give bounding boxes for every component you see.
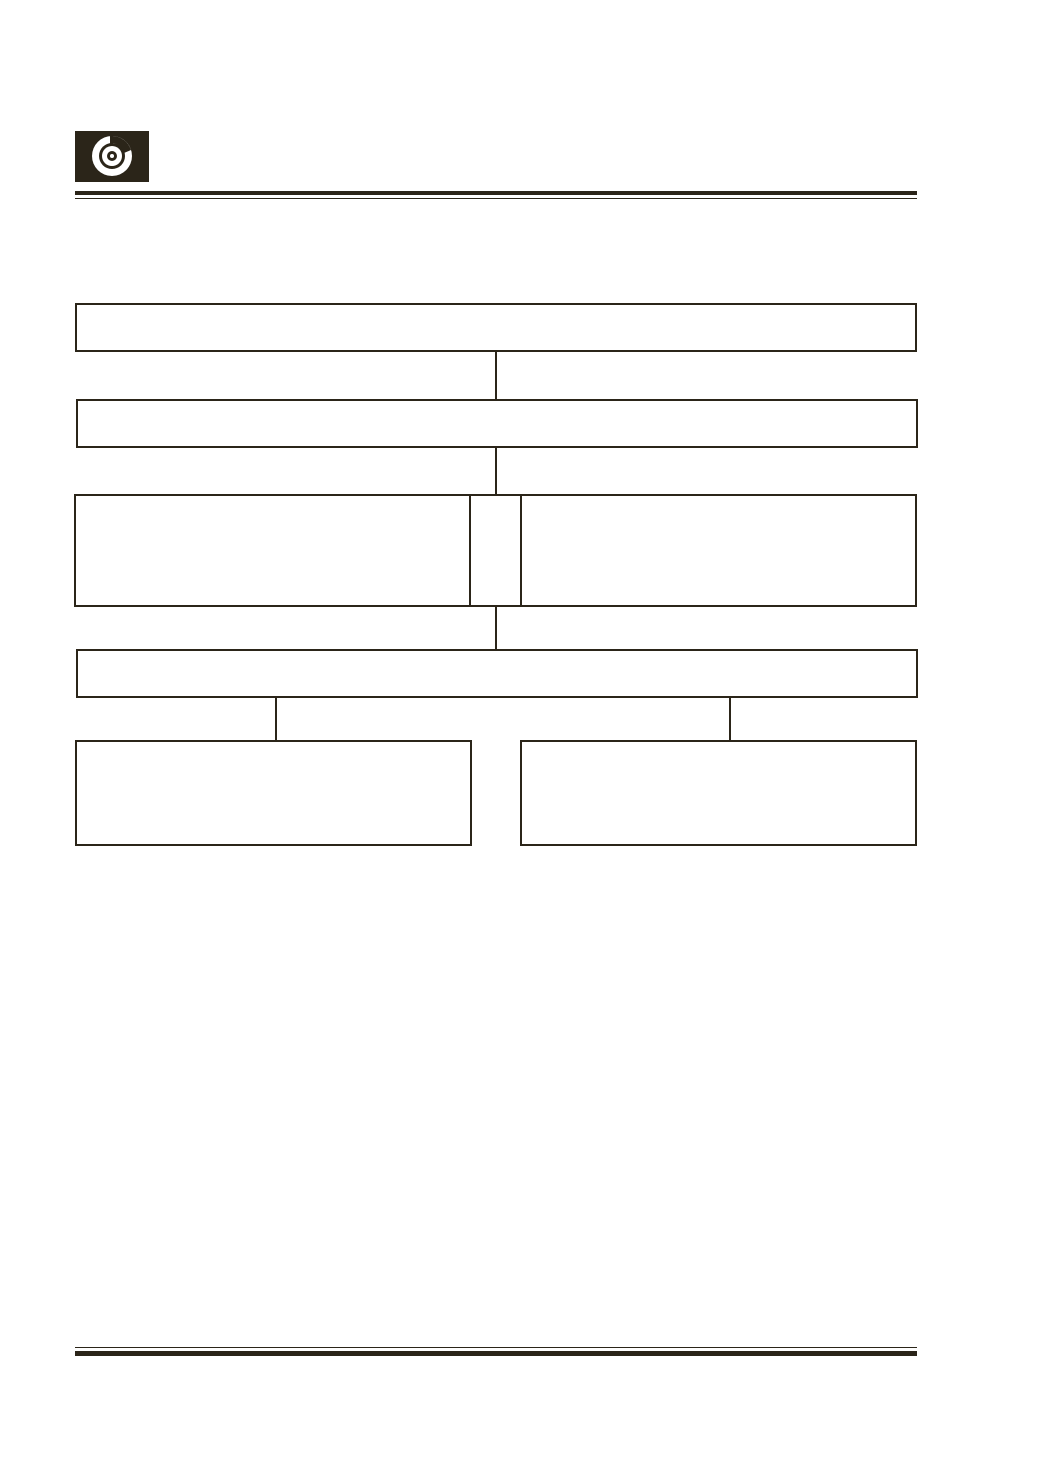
- connector-3-4: [495, 606, 497, 649]
- flow-box-step3-left: [74, 494, 471, 607]
- flow-box-step5-right: [520, 740, 917, 846]
- section-logo: [75, 131, 149, 182]
- connector-1-2: [495, 352, 497, 399]
- connector-bridge-bottom: [460, 605, 564, 607]
- flow-box-step3-right: [520, 494, 917, 607]
- header-rule-thick: [75, 191, 917, 195]
- footer-rule-thick: [75, 1351, 917, 1356]
- footer-rule-thin: [75, 1347, 917, 1348]
- brake-disc-icon: [92, 135, 132, 176]
- connector-4-5-right: [729, 698, 731, 741]
- header-rule-thin: [75, 198, 917, 199]
- flow-box-step4: [76, 649, 918, 698]
- flow-box-step2: [76, 399, 918, 448]
- connector-2-3: [495, 448, 497, 495]
- connector-4-5-left: [275, 698, 277, 741]
- flow-box-step1: [75, 303, 917, 352]
- connector-bridge-top: [469, 494, 564, 496]
- flow-box-step5-left: [75, 740, 472, 846]
